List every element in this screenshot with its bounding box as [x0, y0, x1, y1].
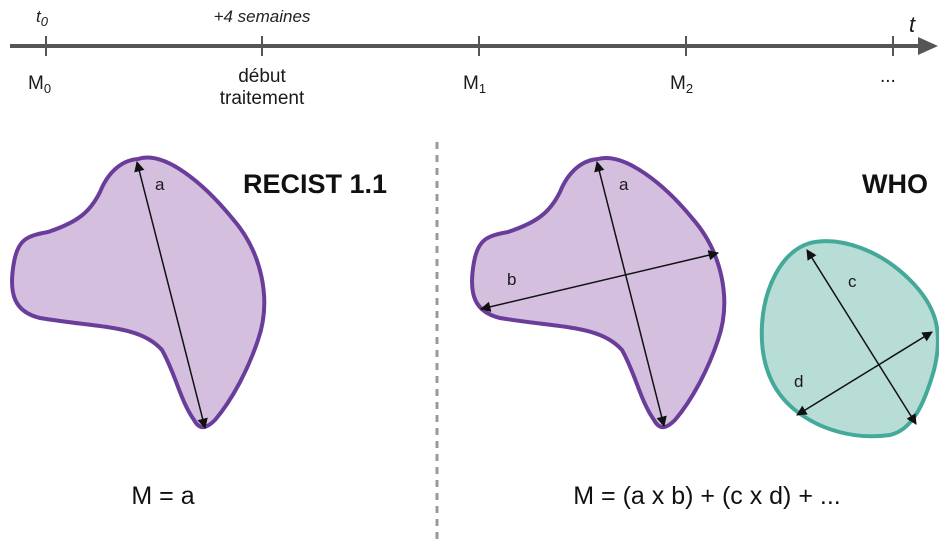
who-diameter-b	[479, 250, 720, 312]
who-label-a: a	[619, 175, 629, 194]
tick-below-label: M1	[463, 73, 486, 96]
tick-below-label: M2	[670, 73, 693, 96]
recist-panel: RECIST 1.1 a M = a	[9, 155, 387, 510]
recist-title: RECIST 1.1	[243, 169, 387, 199]
who-lesion-1	[469, 156, 727, 430]
who-label-d: d	[794, 372, 803, 391]
time-axis-label: t	[909, 12, 916, 37]
who-diameter-d	[796, 331, 933, 416]
who-lesion-2	[759, 239, 939, 439]
who-formula: M = (a x b) + (c x d) + ...	[573, 482, 840, 510]
tick-below-label: ...	[880, 66, 896, 87]
time-axis-arrowhead	[918, 37, 938, 55]
tick-above-label: +4 semaines	[214, 7, 311, 26]
recist-diameter-label: a	[155, 175, 165, 194]
tick-below-label-line2: traitement	[220, 88, 305, 109]
tick-above-label: t0	[36, 7, 49, 29]
timeline: t t0 M0 +4 semaines début traitement M1 …	[10, 7, 938, 109]
who-label-b: b	[507, 270, 516, 289]
recist-lesion	[9, 155, 267, 430]
tick-below-label: début	[238, 66, 286, 87]
recist-diameter-a	[134, 160, 208, 430]
who-panel: WHO a b c d M = (a x b) + (c x d) + ...	[469, 156, 939, 510]
tick-below-label: M0	[28, 73, 51, 96]
recist-formula: M = a	[131, 482, 194, 510]
who-title: WHO	[862, 169, 928, 199]
who-label-c: c	[848, 272, 857, 291]
